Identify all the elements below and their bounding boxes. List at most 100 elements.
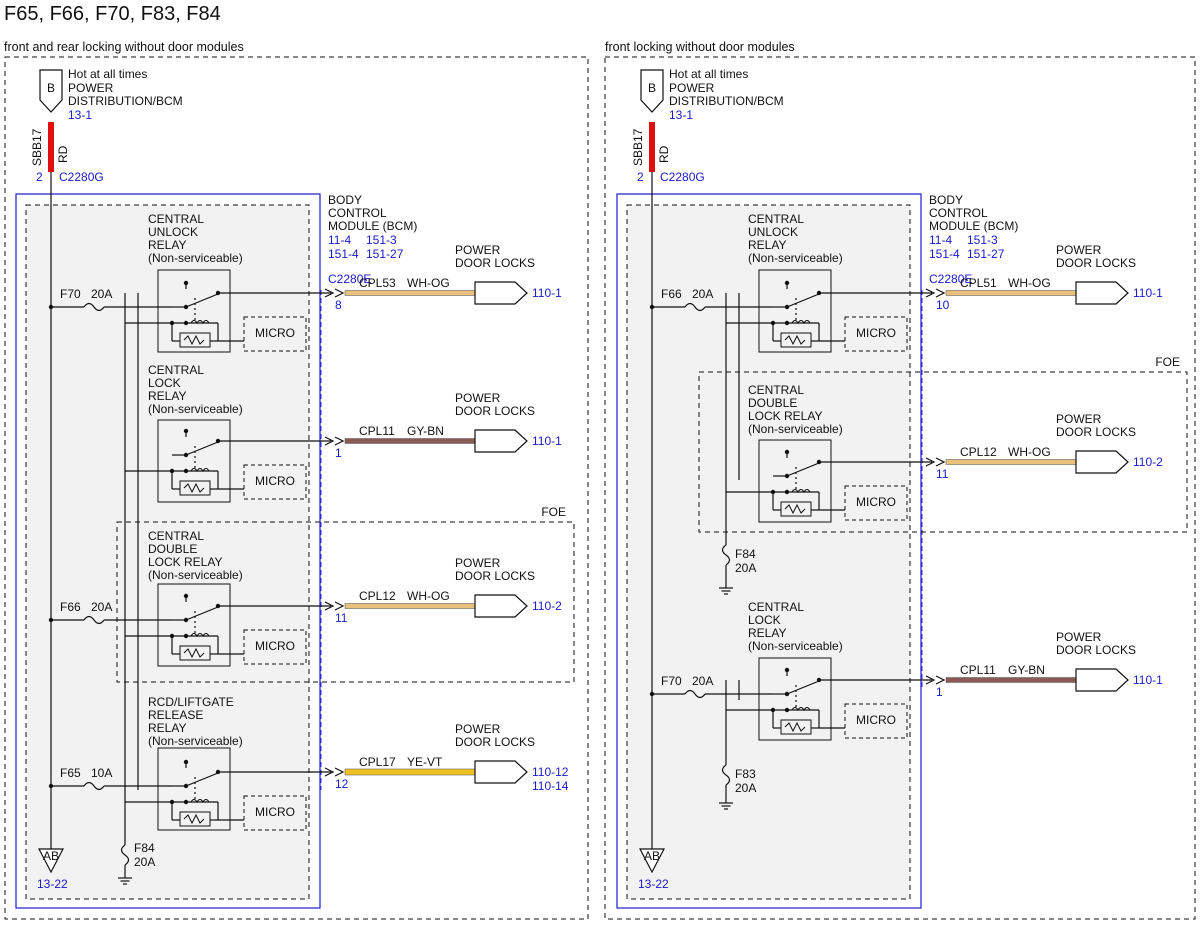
relay-coil-icon: [791, 707, 811, 711]
wire-color-label: GY-BN: [407, 424, 444, 438]
splice-dot: [784, 473, 790, 479]
relay-resistor-icon: [784, 334, 806, 346]
connector-arrow-icon: [925, 457, 936, 467]
bcm-connector-label: C2280E: [929, 272, 972, 286]
relay-contact-icon: [185, 606, 219, 621]
pin-label: 10: [936, 298, 950, 312]
micro-label: MICRO: [255, 326, 295, 340]
fuse-icon: [684, 302, 706, 312]
bcm-ref: 151-3: [967, 233, 998, 247]
splice-dot: [784, 449, 790, 455]
splice-dot: [215, 769, 221, 775]
destination-connector-icon: [474, 594, 528, 618]
relay-box: [758, 269, 832, 353]
splice-dot: [784, 667, 790, 673]
splice-dot: [48, 617, 54, 623]
relay-name-label: CENTRAL: [148, 363, 204, 377]
splice-dot: [48, 783, 54, 789]
ground-ab-label: AB: [644, 849, 660, 863]
bcm-connector-label: C2280E: [328, 272, 371, 286]
fuse-name-label: F70: [60, 287, 81, 301]
splice-dot: [649, 304, 655, 310]
relay-name-label: LOCK: [148, 376, 181, 390]
relay-box: [758, 657, 832, 741]
fuse-f84-icon: [721, 544, 731, 566]
relay-note-label: (Non-serviceable): [748, 639, 843, 653]
foe-option-box: [116, 521, 575, 683]
ground-ab-icon: [38, 848, 64, 874]
connector-arrow-icon: [935, 675, 946, 685]
micro-label: MICRO: [255, 805, 295, 819]
bcm-ref: 151-4: [929, 247, 960, 261]
fuse-f84-label: F84: [134, 841, 155, 855]
splice-dot: [48, 304, 54, 310]
destination-connector-icon: [474, 760, 528, 784]
harness-wire-cpl51: [945, 290, 1077, 296]
ground-ref: 13-22: [37, 877, 68, 891]
connector-label: B: [47, 81, 55, 95]
power-source-ref: 13-1: [669, 108, 693, 122]
relay-diode-box: [179, 811, 211, 827]
connector-b-icon: [640, 69, 664, 113]
circuit-label: CPL17: [359, 755, 396, 769]
micro-label: MICRO: [856, 713, 896, 727]
connector-arrow-icon: [925, 675, 936, 685]
relay-name-label: DOUBLE: [748, 396, 797, 410]
micro-box: [243, 629, 307, 665]
fuse-sbb17-label: SBB17: [631, 128, 645, 166]
power-source-label: DISTRIBUTION/BCM: [669, 94, 784, 108]
bcm-label: CONTROL: [328, 206, 387, 220]
relay-box: [758, 439, 832, 523]
relay-name-label: UNLOCK: [748, 225, 798, 239]
relay-coil-icon: [190, 468, 210, 472]
destination-ref: 110-12: [532, 765, 569, 779]
splice-dot: [816, 677, 822, 683]
relay-resistor-icon: [784, 503, 806, 515]
pin-label: 1: [335, 446, 342, 460]
bcm-ref: 151-3: [366, 233, 397, 247]
supply-connector-label: C2280G: [660, 170, 705, 184]
harness-wire-cpl11: [344, 438, 476, 444]
power-source-label: POWER: [68, 81, 114, 95]
harness-wire-cpl17: [344, 768, 476, 776]
micro-box: [243, 795, 307, 831]
foe-label: FOE: [541, 505, 566, 519]
relay-name-label: DOUBLE: [148, 542, 197, 556]
relay-name-label: CENTRAL: [148, 212, 204, 226]
splice-dot: [183, 783, 189, 789]
bcm-ref: 11-4: [929, 233, 952, 247]
relay-box: [157, 583, 231, 667]
splice-dot: [183, 304, 189, 310]
micro-label: MICRO: [255, 474, 295, 488]
power-source-label: POWER: [669, 81, 715, 95]
relay-lock: CENTRALLOCKRELAY(Non-serviceable)MICROCP…: [125, 363, 562, 503]
foe-label: FOE: [1155, 355, 1180, 369]
bcm-module-outline: [616, 193, 922, 909]
destination-ref: 110-1: [532, 286, 562, 300]
relay-name-label: CENTRAL: [748, 212, 804, 226]
harness-wire-cpl12: [344, 603, 476, 609]
destination-ref: 110-14: [532, 779, 569, 793]
micro-label: MICRO: [255, 639, 295, 653]
ground-ab-label: AB: [43, 849, 59, 863]
destination-label: DOOR LOCKS: [1056, 425, 1136, 439]
pin-label: 11: [335, 611, 348, 625]
fuse-sbb17-label: SBB17: [30, 128, 44, 166]
destination-connector-icon: [474, 281, 528, 305]
bcm-ref: 151-27: [366, 247, 404, 261]
relay-diode-box: [179, 480, 211, 496]
destination-label: POWER: [1056, 243, 1102, 257]
pin-label: 12: [335, 777, 349, 791]
relay-name-label: CENTRAL: [748, 383, 804, 397]
micro-box: [243, 316, 307, 352]
fuse-icon: [684, 689, 706, 699]
relay-name-label: RELAY: [148, 389, 186, 403]
destination-label: POWER: [455, 391, 501, 405]
fuse-f83-rating: 20A: [735, 781, 756, 795]
relay-release: RCD/LIFTGATERELEASERELAY(Non-serviceable…: [48, 695, 569, 831]
destination-label: POWER: [455, 722, 501, 736]
